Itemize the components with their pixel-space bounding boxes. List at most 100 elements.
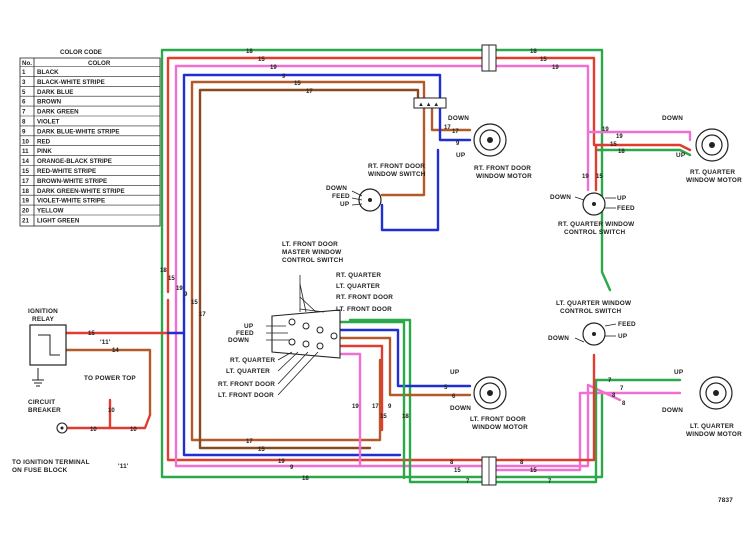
color-code-color: VIOLET	[37, 119, 60, 126]
svg-text:IGNITION: IGNITION	[28, 308, 58, 315]
color-code-number: 3	[22, 79, 26, 86]
svg-text:'11': '11'	[100, 339, 111, 346]
wire-number-labels: 18 18 15 15 19 19 9 15 17 17 17 9 19 19 …	[88, 49, 626, 485]
wire-num: 7	[620, 386, 624, 392]
wire-rt-quarter-15	[603, 143, 692, 152]
wire-num: 19	[176, 286, 183, 292]
svg-text:WINDOW SWITCH: WINDOW SWITCH	[368, 171, 426, 178]
wire-num: 15	[168, 276, 175, 282]
svg-text:MASTER WINDOW: MASTER WINDOW	[282, 249, 342, 256]
wire-num: 9	[388, 404, 392, 410]
wire-master-green	[338, 320, 406, 480]
wire-num: 8	[622, 401, 626, 407]
color-code-number: 6	[22, 99, 26, 106]
wire-num: 17	[372, 404, 379, 410]
wire-num: 6	[452, 394, 456, 400]
wire-num: 19	[270, 65, 277, 71]
wire-num: 15	[380, 414, 387, 420]
wire-19-top	[174, 64, 607, 302]
ignition-relay-icon	[29, 324, 67, 387]
svg-text:CONTROL SWITCH: CONTROL SWITCH	[560, 308, 621, 315]
color-code-color: DARK GREEN-WHITE STRIPE	[37, 188, 125, 195]
color-code-header-no: No.	[22, 60, 32, 67]
wire-num: 18	[302, 476, 309, 482]
wire-master-blue	[338, 328, 472, 388]
svg-text:UP: UP	[674, 369, 684, 376]
svg-text:WINDOW MOTOR: WINDOW MOTOR	[472, 424, 528, 431]
wire-17-top	[190, 80, 426, 302]
wire-rt-quarter-18	[594, 148, 692, 157]
svg-text:UP: UP	[676, 152, 686, 159]
svg-text:CONTROL SWITCH: CONTROL SWITCH	[564, 229, 625, 236]
svg-text:RT. FRONT DOOR: RT. FRONT DOOR	[368, 163, 425, 170]
svg-text:RT. QUARTER: RT. QUARTER	[336, 272, 381, 279]
svg-text:LT. FRONT DOOR: LT. FRONT DOOR	[470, 416, 526, 423]
color-code-color: PINK	[37, 148, 52, 155]
color-code-number: 9	[22, 128, 26, 135]
svg-text:RELAY: RELAY	[32, 316, 55, 323]
wire-num: 15	[596, 174, 603, 180]
wire-master-pink	[338, 352, 362, 468]
svg-text:LT. QUARTER: LT. QUARTER	[690, 423, 734, 430]
wire-15-bottom	[166, 298, 484, 462]
wire-num: 8	[520, 460, 524, 466]
connector-top	[481, 44, 497, 72]
svg-text:DOWN: DOWN	[450, 405, 471, 412]
wire-18-bottom	[160, 290, 604, 479]
color-code-number: 19	[22, 198, 29, 205]
svg-text:LT. FRONT DOOR: LT. FRONT DOOR	[282, 241, 338, 248]
color-code-color: ORANGE-BLACK STRIPE	[37, 158, 112, 165]
wire-10-breaker	[64, 413, 152, 430]
wire-8-bottom	[494, 391, 682, 472]
wire-num: 18	[530, 49, 537, 55]
svg-text:DOWN: DOWN	[662, 115, 683, 122]
wire-num: 15	[88, 331, 95, 337]
wire-num: 7	[608, 378, 612, 384]
lt-quarter-switch-icon	[582, 322, 606, 346]
color-code-color: BLACK-WHITE STRIPE	[37, 79, 105, 86]
svg-text:FEED: FEED	[236, 330, 254, 337]
wire-num: 19	[616, 134, 623, 140]
wire-7-bottom2	[348, 318, 484, 484]
lt-quarter-motor-icon	[699, 376, 733, 410]
svg-text:LT. QUARTER WINDOW: LT. QUARTER WINDOW	[556, 300, 632, 307]
svg-text:WINDOW MOTOR: WINDOW MOTOR	[686, 177, 742, 184]
svg-text:LT. QUARTER: LT. QUARTER	[226, 368, 270, 375]
wire-rt-switch-feed	[380, 103, 426, 197]
wire-num: 10	[108, 408, 115, 414]
wire-rt-quarter-19	[603, 130, 692, 142]
color-code-color: DARK BLUE	[37, 89, 73, 96]
color-code-number: 1	[22, 69, 26, 76]
color-code-color: YELLOW	[37, 208, 64, 215]
wire-rt-switch-blue	[380, 148, 440, 232]
wire-17-inner	[198, 88, 420, 302]
color-code-number: 8	[22, 119, 26, 126]
color-code-color: DARK BLUE-WHITE STRIPE	[37, 128, 120, 135]
wire-num: 7	[548, 479, 552, 485]
color-code-number: 5	[22, 89, 26, 96]
component-labels: DOWN UP RT. FRONT DOOR WINDOW MOTOR RT. …	[12, 115, 742, 504]
color-code-number: 15	[22, 168, 29, 175]
svg-text:BREAKER: BREAKER	[28, 407, 61, 414]
wire-num: 8	[612, 393, 616, 399]
wire-14-relay	[64, 348, 152, 417]
svg-text:RT. FRONT DOOR: RT. FRONT DOOR	[218, 381, 275, 388]
svg-text:UP: UP	[450, 369, 460, 376]
svg-text:RT. FRONT DOOR: RT. FRONT DOOR	[474, 165, 531, 172]
wire-num: 17	[452, 129, 459, 135]
svg-text:7837: 7837	[718, 497, 733, 504]
wire-lt-quarter-sw	[494, 353, 596, 462]
wire-num: 9	[290, 465, 294, 471]
wire-7-bottom	[494, 378, 682, 484]
svg-text:CONTROL SWITCH: CONTROL SWITCH	[282, 257, 343, 264]
svg-text:LT. FRONT DOOR: LT. FRONT DOOR	[218, 392, 274, 399]
wire-9-top	[182, 73, 442, 302]
rt-front-motor-icon	[473, 123, 507, 157]
color-code-color: RED-WHITE STRIPE	[37, 168, 96, 175]
wire-num: 10	[130, 427, 137, 433]
wire-num: 18	[246, 49, 253, 55]
connector-bottom	[481, 456, 497, 486]
wire-18-top	[160, 48, 612, 294]
color-code-number: 17	[22, 178, 29, 185]
